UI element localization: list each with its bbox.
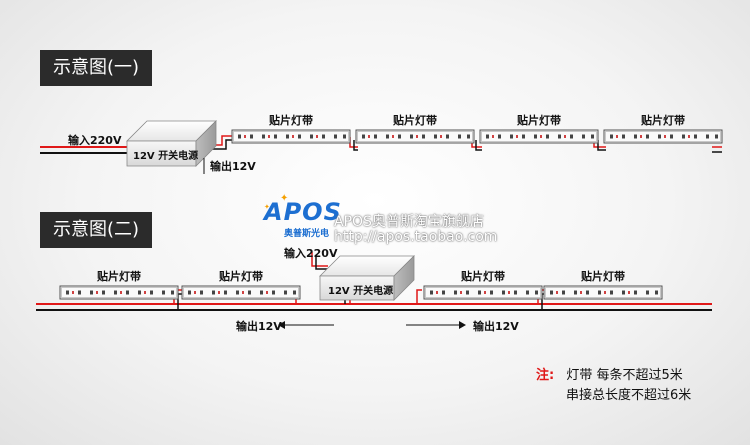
led-strip [355,129,475,144]
diagram1-strip-label: 贴片灯带 [641,114,685,127]
note-text-2: 串接总长度不超过6米 [566,388,692,403]
diagram1-strip-label: 贴片灯带 [517,114,561,127]
diagram2-strip-label: 贴片灯带 [581,270,625,283]
led-strip [479,129,599,144]
diagram1-input-label: 输入220V [68,134,122,147]
led-strip [181,285,301,300]
led-strip [231,129,351,144]
diagram2-strip-label: 贴片灯带 [219,270,263,283]
logo-word: APOS [264,198,342,226]
diagram2-strip-label: 贴片灯带 [461,270,505,283]
led-strip [423,285,543,300]
star-icon: ✦ [264,203,270,211]
note-line1: 注: 灯带 每条不超过5米 [536,364,683,383]
diagram2-psu [319,255,415,301]
watermark-store-name: APOS奥普斯淘宝旗舰店 [334,214,484,230]
diagram2-output-left-label: 输出12V [236,320,282,333]
diagram1-wires [40,135,722,154]
logo-subtitle: 奥普斯光电 [284,229,330,239]
diagram2-title: 示意图(二) [40,212,152,248]
note-text-1: 灯带 每条不超过5米 [566,368,683,383]
diagram1-strips [231,129,723,144]
led-strip [543,285,663,300]
watermark-url: http://apos.taobao.com [334,229,498,245]
diagram2-input-label: 输入220V [284,247,338,260]
diagram1-strip-label: 贴片灯带 [393,114,437,127]
diagram2-strip-label: 贴片灯带 [97,270,141,283]
diagram1-strip-label: 贴片灯带 [269,114,313,127]
diagram2-output-right-label: 输出12V [473,320,519,333]
diagram1-title: 示意图(一) [40,50,152,86]
led-strip [59,285,179,300]
diagram1-psu-label: 12V 开关电源 [133,151,199,162]
note-key: 注: [536,368,555,383]
diagram2-psu-label: 12V 开关电源 [328,286,394,297]
apos-logo: ✦ ✦ APOS 奥普斯光电 [258,193,341,245]
diagram1-psu [126,120,217,174]
diagram1-output-label: 输出12V [210,160,256,173]
led-strip [603,129,723,144]
star-icon: ✦ [280,193,289,204]
